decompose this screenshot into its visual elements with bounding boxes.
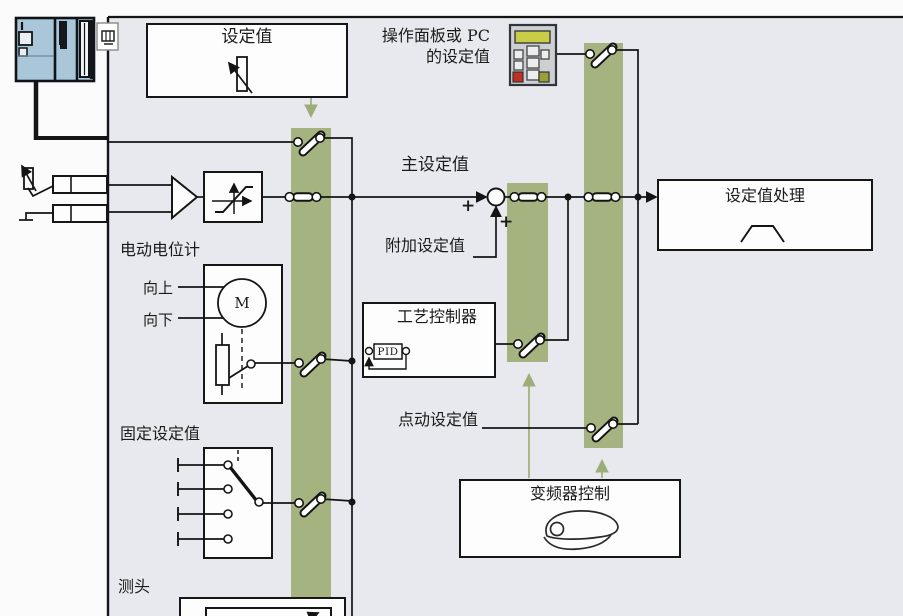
process-controller-label: 工艺控制器 [396,307,477,326]
converter-control-label: 变频器控制 [529,484,610,503]
summing-junction [486,187,506,207]
selector-arm [228,465,258,502]
process-controller-box [362,302,496,378]
setpoint-processing-box [657,179,873,251]
switch-main-left [284,191,322,203]
plus-sign-main: + [461,196,476,216]
junction-dots [348,193,642,506]
setpoint-processing-label: 设定值处理 [724,186,805,205]
switch-motor-potentiometer [293,351,327,378]
wiper-contact [246,359,256,369]
switch-panel-setpoint [584,42,618,69]
motor-m-label: M [234,294,250,312]
selector-bars [291,43,623,616]
panel-pc-line1: 操作面板或 PC [381,26,490,45]
selector-bar-right [584,43,623,448]
wire-ground [25,212,53,220]
switch-pid [512,332,546,359]
pid-contact-left [364,346,374,356]
pid-label: PID [377,346,399,358]
up-label: 向上 [143,279,174,297]
wire-pid-to-main [541,199,569,341]
pid-contact-right [401,346,411,356]
selector-output-contact [254,497,264,507]
fixed-setpoint-contacts [223,460,233,544]
amplifier-triangle [171,174,199,221]
scaling-curve [215,186,253,213]
analog-potentiometer-arrow [21,164,37,192]
wire-pot-sensor [27,185,54,198]
grid-tool-icon [96,22,119,51]
setpoint-box-label: 设定值 [221,27,273,47]
panel-pc-label: 操作面板或 PC 的设定值 [352,25,490,67]
potentiometer-arrow [227,61,253,94]
selector-bar-middle [507,183,548,362]
plc-device-graphic [14,16,96,83]
jog-setpoint-label: 点动设定值 [398,410,479,429]
captain-cap-icon [543,510,619,551]
terminal-block-1 [52,175,108,194]
ramp-profile-icon [740,225,785,243]
signal-wires [19,49,658,616]
pid-feedback-loop [364,355,407,370]
wire-panel-jog-bus [613,49,639,424]
switch-jog-setpoint [585,416,619,443]
probe-inner-box [205,607,332,616]
motor-potentiometer-label: 电动电位计 [120,240,201,259]
box-symbols [177,56,785,616]
plus-sign-additional: + [499,212,514,232]
down-label: 向下 [143,311,174,329]
function-boxes [23,23,873,616]
control-arrows [304,98,609,478]
terminal-block-2 [52,204,108,223]
wire-additional-setpoint [473,205,502,258]
probe-label: 测头 [118,577,151,596]
switch-main-middle [509,191,547,203]
resistor-icon [215,344,230,386]
panel-pc-line2: 的设定值 [425,47,490,66]
main-setpoint-label: 主设定值 [401,155,469,175]
switch-fixed-setpoint [293,491,327,518]
wire-plc-to-main [321,137,353,195]
wire-motorpot-to-trunk [321,358,353,362]
additional-setpoint-label: 附加设定值 [385,236,466,255]
wiper-arm [228,365,249,379]
switch-main-right [583,191,621,203]
fixed-setpoint-wires [178,464,224,540]
motor-circle [217,278,267,328]
fixed-setpoint-label: 固定设定值 [120,424,201,443]
scaling-box [203,171,263,223]
operator-panel-keypad-icon [508,23,558,87]
switch-plc-setpoint [292,130,326,157]
wire-fixed-to-trunk [321,498,353,502]
